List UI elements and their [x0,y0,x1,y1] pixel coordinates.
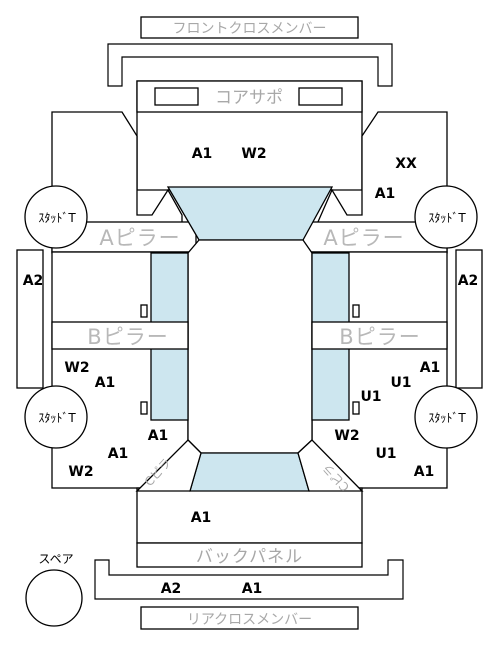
code-right-mid-a1: A1 [420,360,441,376]
rear-member-bracket [94,559,404,600]
core-support-label: コアサポ [215,88,283,108]
code-front-top-a1: A1 [192,146,213,162]
code-rear-member-a2: A2 [161,581,182,597]
right-side-sill [455,249,483,389]
spare-tire: スペア [25,552,83,627]
strut-front-left: ｽﾀｯﾄﾞT [24,185,88,249]
front-member-bracket [107,43,393,87]
b-pillar-left: Bピラー [51,321,189,350]
left-lower-slot [140,401,148,415]
code-right-rear-w2: W2 [334,428,359,444]
rear-cross-member: リアクロスメンバー [140,606,359,630]
trunk-panel [136,487,363,544]
right-lower-slot [352,401,360,415]
right-front-fender [309,111,448,254]
spare-tire-label: スペア [38,552,73,566]
front-cross-member: フロントクロスメンバー [140,16,359,39]
back-panel-label: バックパネル [196,547,303,567]
code-right-side-a2: A2 [458,273,479,289]
code-left-rear-a1: A1 [108,446,129,462]
code-right-front-xx: XX [395,156,417,172]
strut-rear-left: ｽﾀｯﾄﾞT [24,385,88,449]
c-pillar-left [135,439,202,492]
left-side-sill [16,249,44,389]
code-left-rear-a1-inner: A1 [148,428,169,444]
strut-rear-left-label: ｽﾀｯﾄﾞT [38,411,76,425]
strut-front-left-label: ｽﾀｯﾄﾞT [38,211,76,225]
code-right-mid-u1-b: U1 [360,389,381,405]
left-upper-slot [140,304,148,318]
b-pillar-right-label: Bピラー [339,325,420,349]
a-pillar-right-label: Aピラー [323,226,404,250]
code-rear-member-a1: A1 [242,581,263,597]
cabin-roof [187,239,313,454]
a-pillar-left-label: Aピラー [99,226,180,250]
back-panel-bar [136,542,363,568]
code-right-front-a1: A1 [375,186,396,202]
strut-front-right: ｽﾀｯﾄﾞT [414,185,478,249]
code-right-mid-u1-a: U1 [390,375,411,391]
b-pillar-right: Bピラー [311,321,448,350]
b-pillar-left-label: Bピラー [87,325,168,349]
code-right-rear-a1: A1 [414,464,435,480]
code-left-rear-w2: W2 [68,464,93,480]
code-right-rear-u1: U1 [375,446,396,462]
code-left-mid-w2: W2 [64,360,89,376]
code-left-mid-a1: A1 [95,375,116,391]
strut-rear-right: ｽﾀｯﾄﾞT [414,385,478,449]
right-upper-slot [352,304,360,318]
c-pillar-right [297,439,364,492]
strut-rear-right-label: ｽﾀｯﾄﾞT [428,411,466,425]
rear-window-glass [189,452,310,492]
core-support-slot-left [154,87,199,106]
core-support-slot-right [298,87,343,106]
code-front-top-w2: W2 [241,146,266,162]
code-trunk-a1: A1 [191,510,212,526]
front-cross-member-label: フロントクロスメンバー [173,21,327,37]
code-left-side-a2: A2 [23,273,44,289]
rear-cross-member-label: リアクロスメンバー [187,612,312,628]
strut-front-right-label: ｽﾀｯﾄﾞT [428,211,466,225]
